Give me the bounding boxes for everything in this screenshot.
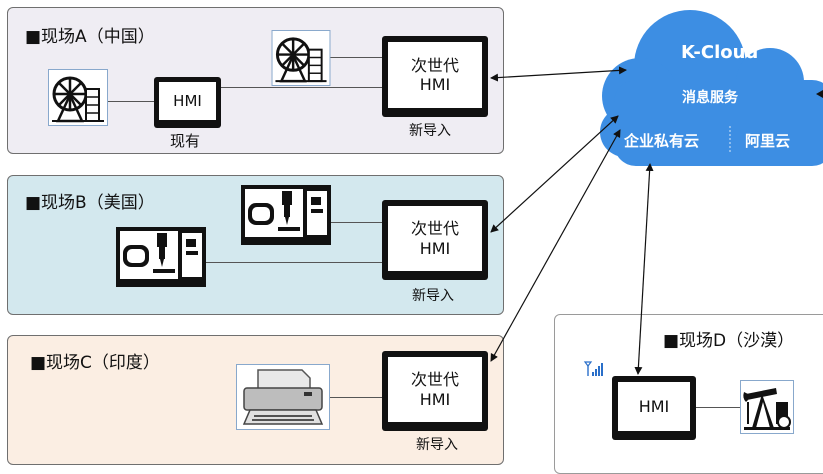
site-a-title: ■现场A（中国） — [25, 27, 155, 47]
site-a-new-caption: 新导入 — [409, 123, 451, 139]
cnc-machine-icon — [241, 185, 331, 245]
cnc-machine-icon — [116, 227, 206, 287]
oil-pump-icon — [740, 380, 794, 434]
cloud-private-cloud: 企业私有云 — [624, 132, 700, 150]
site-b-next-gen-label-line2: HMI — [419, 238, 451, 258]
cloud-name: K-Cloud — [681, 42, 759, 63]
site-d-title: ■现场D（沙漠） — [663, 331, 795, 351]
site-a-existing-caption: 现有 — [170, 132, 201, 150]
site-a-wire-hmi-nextgen — [221, 87, 383, 88]
site-a-next-gen-label-line2: HMI — [419, 75, 451, 94]
site-c-title: ■现场C（印度） — [30, 353, 160, 373]
site-c-wire-printer-nextgen — [330, 397, 382, 398]
site-a-wire-turbine2-nextgen — [330, 57, 382, 58]
site-c-next-gen-label-line2: HMI — [419, 389, 451, 409]
site-d-hmi-label: HMI — [638, 396, 670, 416]
site-b-wire-cnc2-nextgen — [330, 222, 382, 223]
site-a-existing-hmi: HMI — [154, 77, 221, 128]
site-a-next-gen-label-line1: 次世代 — [410, 55, 459, 75]
site-d-wire-hmi-pump — [696, 407, 740, 408]
arrow-site-c-cloud — [490, 129, 621, 362]
site-b-new-caption: 新导入 — [412, 288, 454, 304]
site-a-wire-turbine-hmi — [108, 101, 154, 102]
site-b-title: ■现场B（美国） — [25, 193, 155, 213]
arrow-site-d-cloud — [634, 163, 654, 375]
site-b-next-gen-label-line1: 次世代 — [410, 219, 459, 239]
site-c-new-caption: 新导入 — [416, 437, 458, 453]
site-a-next-gen-hmi: 次世代 HMI — [382, 36, 488, 117]
printer-icon — [236, 364, 330, 430]
arrow-site-a-cloud — [490, 66, 627, 82]
arrow-site-b-cloud — [490, 115, 619, 233]
wind-turbine-icon — [48, 69, 108, 126]
site-b-wire-cnc-nextgen — [206, 262, 382, 263]
site-a-existing-hmi-label: HMI — [173, 92, 202, 110]
cloud-aliyun: 阿里云 — [745, 132, 791, 150]
wind-turbine-icon — [271, 30, 331, 86]
signal-icon — [583, 361, 605, 377]
site-c-next-gen-label-line1: 次世代 — [410, 370, 459, 390]
connection-arrows — [490, 66, 654, 375]
site-b-next-gen-hmi: 次世代 HMI — [382, 200, 488, 280]
site-d-hmi: HMI — [612, 376, 696, 440]
cloud-service: 消息服务 — [682, 90, 738, 106]
site-c-next-gen-hmi: 次世代 HMI — [382, 351, 488, 431]
